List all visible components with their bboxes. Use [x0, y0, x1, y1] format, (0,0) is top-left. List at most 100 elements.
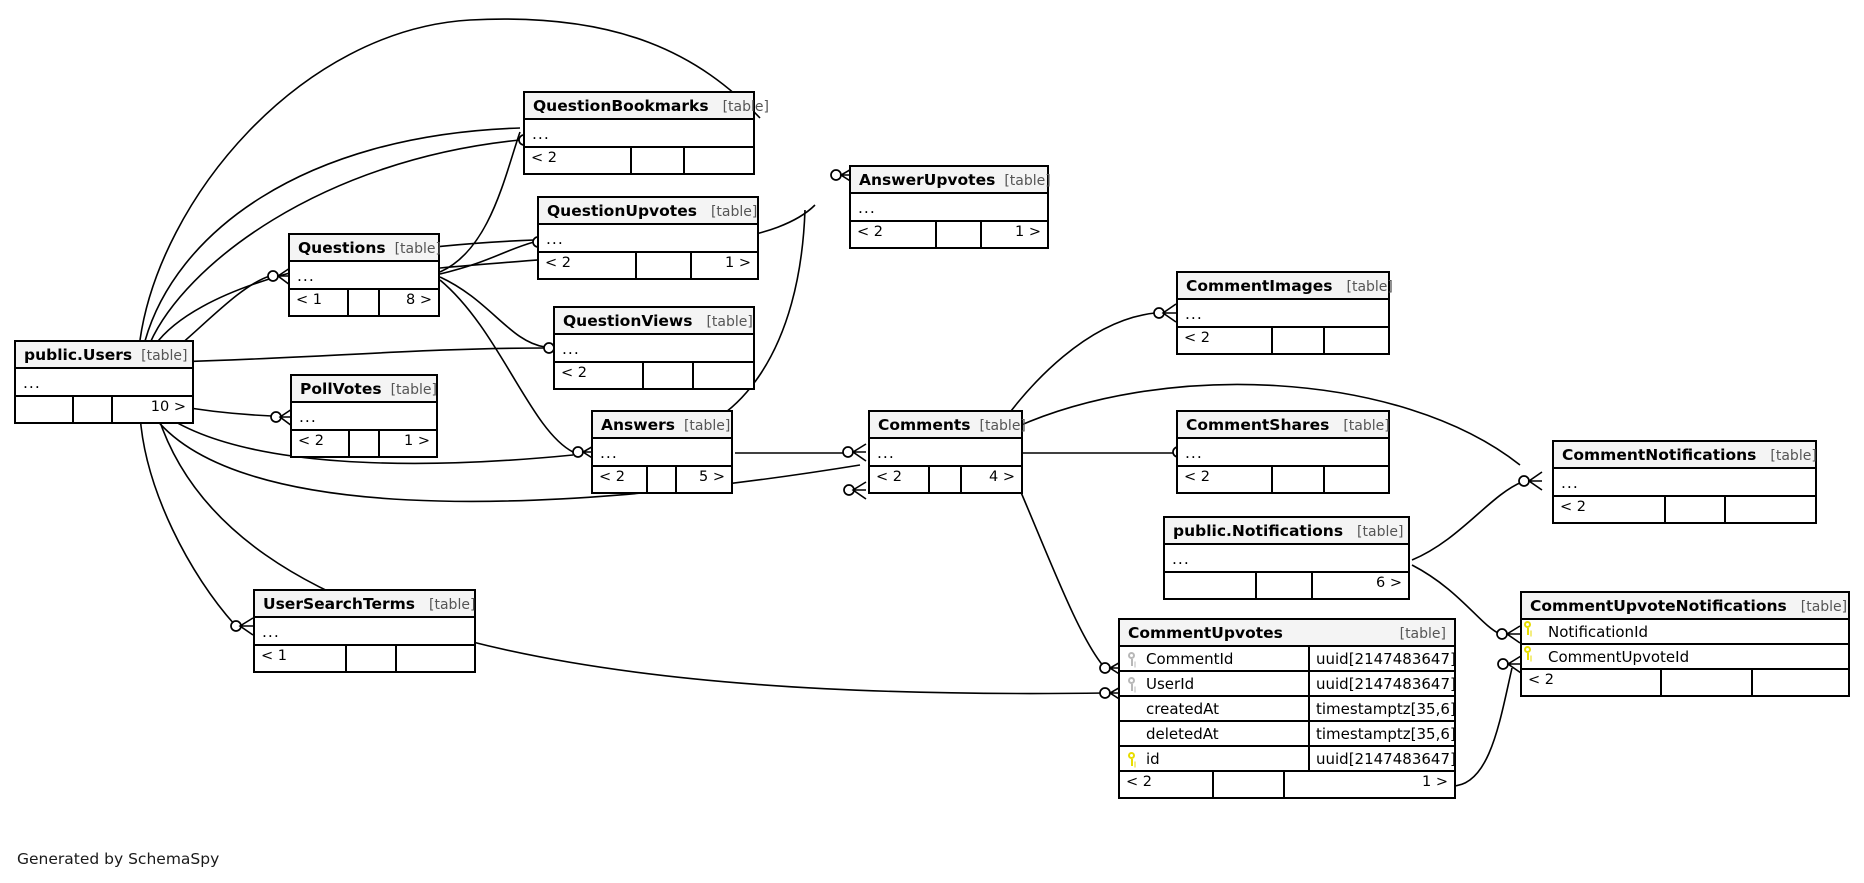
table-title-questionupvotes: QuestionUpvotes [table]	[539, 198, 757, 225]
table-node-users[interactable]: public.Users [table] ... 10 >	[14, 340, 194, 424]
table-footer-answerupvotes: < 2 1 >	[851, 222, 1047, 247]
table-collapsed-ellipsis[interactable]: ...	[16, 369, 192, 397]
table-footer-questionupvotes: < 2 1 >	[539, 253, 757, 278]
table-name-label: public.Notifications	[1173, 522, 1344, 540]
table-collapsed-ellipsis[interactable]: ...	[290, 262, 438, 290]
footer-child-count: 1 >	[1015, 224, 1041, 240]
table-collapsed-ellipsis[interactable]: ...	[1178, 300, 1388, 328]
table-name-label: CommentImages	[1186, 277, 1333, 295]
column-name-cell: id	[1120, 747, 1310, 770]
foreign-key-icon	[1126, 651, 1139, 667]
table-title-comments: Comments [table]	[870, 412, 1026, 439]
table-node-commentshares[interactable]: CommentShares [table] ... < 2	[1176, 410, 1390, 494]
table-name-label: CommentUpvotes	[1128, 624, 1283, 642]
edge-commentupvotes-commentupvotenotifications	[1451, 667, 1513, 787]
table-node-usersearchterms[interactable]: UserSearchTerms [table] ... < 1	[253, 589, 476, 673]
table-row[interactable]: NotificationId	[1522, 620, 1848, 645]
table-name-label: AnswerUpvotes	[859, 171, 996, 189]
table-collapsed-ellipsis[interactable]: ...	[1178, 439, 1388, 467]
table-collapsed-ellipsis[interactable]: ...	[1165, 545, 1408, 573]
table-row[interactable]: createdAt timestamptz[35,6]	[1120, 697, 1456, 722]
footer-child-count	[397, 646, 474, 671]
table-title-questionviews: QuestionViews [table]	[555, 308, 753, 335]
table-type-tag: [table]	[1399, 626, 1446, 642]
table-footer-usersearchterms: < 1	[255, 646, 474, 671]
footer-child-count: 5 >	[698, 469, 725, 485]
footer-child-count: 4 >	[988, 469, 1015, 485]
primary-key-icon	[1126, 751, 1139, 767]
table-name-label: CommentShares	[1186, 416, 1330, 434]
table-node-questionviews[interactable]: QuestionViews [table] ... < 2	[553, 306, 755, 390]
table-node-comments[interactable]: Comments [table] ... < 2 4 >	[868, 410, 1026, 494]
footer-middle-cell	[637, 253, 692, 278]
edge-users-usersearchterms	[139, 414, 236, 626]
table-collapsed-ellipsis[interactable]: ...	[255, 618, 474, 646]
table-footer-commentnotifications: < 2	[1554, 497, 1815, 522]
table-type-tag: [table]	[141, 348, 188, 364]
column-name: UserId	[1146, 674, 1195, 693]
table-collapsed-ellipsis[interactable]: ...	[1554, 469, 1815, 497]
primary-key-icon	[1522, 645, 1535, 661]
table-node-notifications[interactable]: public.Notifications [table] ... 6 >	[1163, 516, 1410, 600]
footer-parent-count: < 2	[292, 431, 350, 456]
footer-middle-cell	[1666, 497, 1727, 522]
table-node-pollvotes[interactable]: PollVotes [table] ... < 2 1 >	[290, 374, 438, 458]
table-title-answerupvotes: AnswerUpvotes [table]	[851, 167, 1051, 194]
footer-middle-cell	[74, 397, 113, 422]
footer-parent-count: < 2	[539, 253, 638, 278]
table-node-commentupvotes[interactable]: CommentUpvotes [table] CommentId uuid[21…	[1118, 618, 1456, 799]
table-type-tag: [table]	[390, 382, 437, 398]
footer-parent-count: < 1	[290, 290, 350, 315]
table-name-label: UserSearchTerms	[263, 595, 416, 613]
table-node-answerupvotes[interactable]: AnswerUpvotes [table] ... < 2 1 >	[849, 165, 1051, 249]
table-name-label: QuestionViews	[563, 312, 693, 330]
table-name-label: public.Users	[24, 346, 133, 364]
footer-middle-cell	[347, 646, 398, 671]
edge-comments-commentupvotes	[1019, 489, 1106, 669]
table-node-commentnotifications[interactable]: CommentNotifications [table] ... < 2	[1552, 440, 1817, 524]
table-collapsed-ellipsis[interactable]: ...	[292, 403, 436, 431]
footer-middle-cell	[644, 363, 694, 388]
table-collapsed-ellipsis[interactable]: ...	[555, 335, 753, 363]
table-type-tag: [table]	[722, 99, 769, 115]
table-row[interactable]: CommentUpvoteId	[1522, 645, 1848, 670]
edge-users-questionviews	[171, 347, 546, 363]
table-type-tag: [table]	[1343, 418, 1390, 434]
footer-parent-count	[16, 397, 75, 422]
footer-child-count: 8 >	[406, 292, 432, 308]
table-footer-questions: < 1 8 >	[290, 290, 438, 315]
footer-child-count	[1325, 467, 1388, 492]
edge-notifications-commentnotifications	[1411, 481, 1523, 561]
table-node-questionbookmarks[interactable]: QuestionBookmarks [table] ... < 2	[523, 91, 769, 175]
footer-parent-count: < 2	[1120, 772, 1214, 797]
table-title-commentupvotenotifications: CommentUpvoteNotifications [table]	[1522, 593, 1848, 620]
footer-parent-count: < 2	[1178, 467, 1273, 492]
table-row[interactable]: UserId uuid[2147483647]	[1120, 672, 1456, 697]
table-collapsed-ellipsis[interactable]: ...	[539, 225, 757, 253]
footer-parent-count: < 2	[1554, 497, 1667, 522]
table-node-commentimages[interactable]: CommentImages [table] ... < 2	[1176, 271, 1393, 355]
footer-parent-count: < 1	[255, 646, 347, 671]
footer-parent-count: < 2	[555, 363, 645, 388]
footer-middle-cell	[632, 148, 685, 173]
table-row[interactable]: id uuid[2147483647]	[1120, 747, 1456, 772]
table-collapsed-ellipsis[interactable]: ...	[525, 120, 753, 148]
footer-child-count: 6 >	[1375, 575, 1402, 591]
table-footer-questionviews: < 2	[555, 363, 753, 388]
table-collapsed-ellipsis[interactable]: ...	[593, 439, 731, 467]
footer-parent-count	[1165, 573, 1258, 598]
table-row[interactable]: CommentId uuid[2147483647]	[1120, 647, 1456, 672]
table-node-commentupvotenotifications[interactable]: CommentUpvoteNotifications [table] Notif…	[1520, 591, 1850, 697]
table-row[interactable]: deletedAt timestamptz[35,6]	[1120, 722, 1456, 747]
table-collapsed-ellipsis[interactable]: ...	[870, 439, 1021, 467]
table-footer-commentupvotes: < 2 1 >	[1120, 772, 1454, 797]
table-node-questions[interactable]: Questions [table] ... < 1 8 >	[288, 233, 441, 317]
footer-child-count: 1 >	[404, 433, 430, 449]
table-node-questionupvotes[interactable]: QuestionUpvotes [table] ... < 2 1 >	[537, 196, 759, 280]
footer-child-count	[685, 148, 753, 173]
table-collapsed-ellipsis[interactable]: ...	[851, 194, 1047, 222]
table-name-label: Answers	[601, 416, 675, 434]
footer-middle-cell	[1273, 328, 1325, 353]
table-node-answers[interactable]: Answers [table] ... < 2 5 >	[591, 410, 733, 494]
edge-questions-questionupvotes	[439, 241, 535, 275]
